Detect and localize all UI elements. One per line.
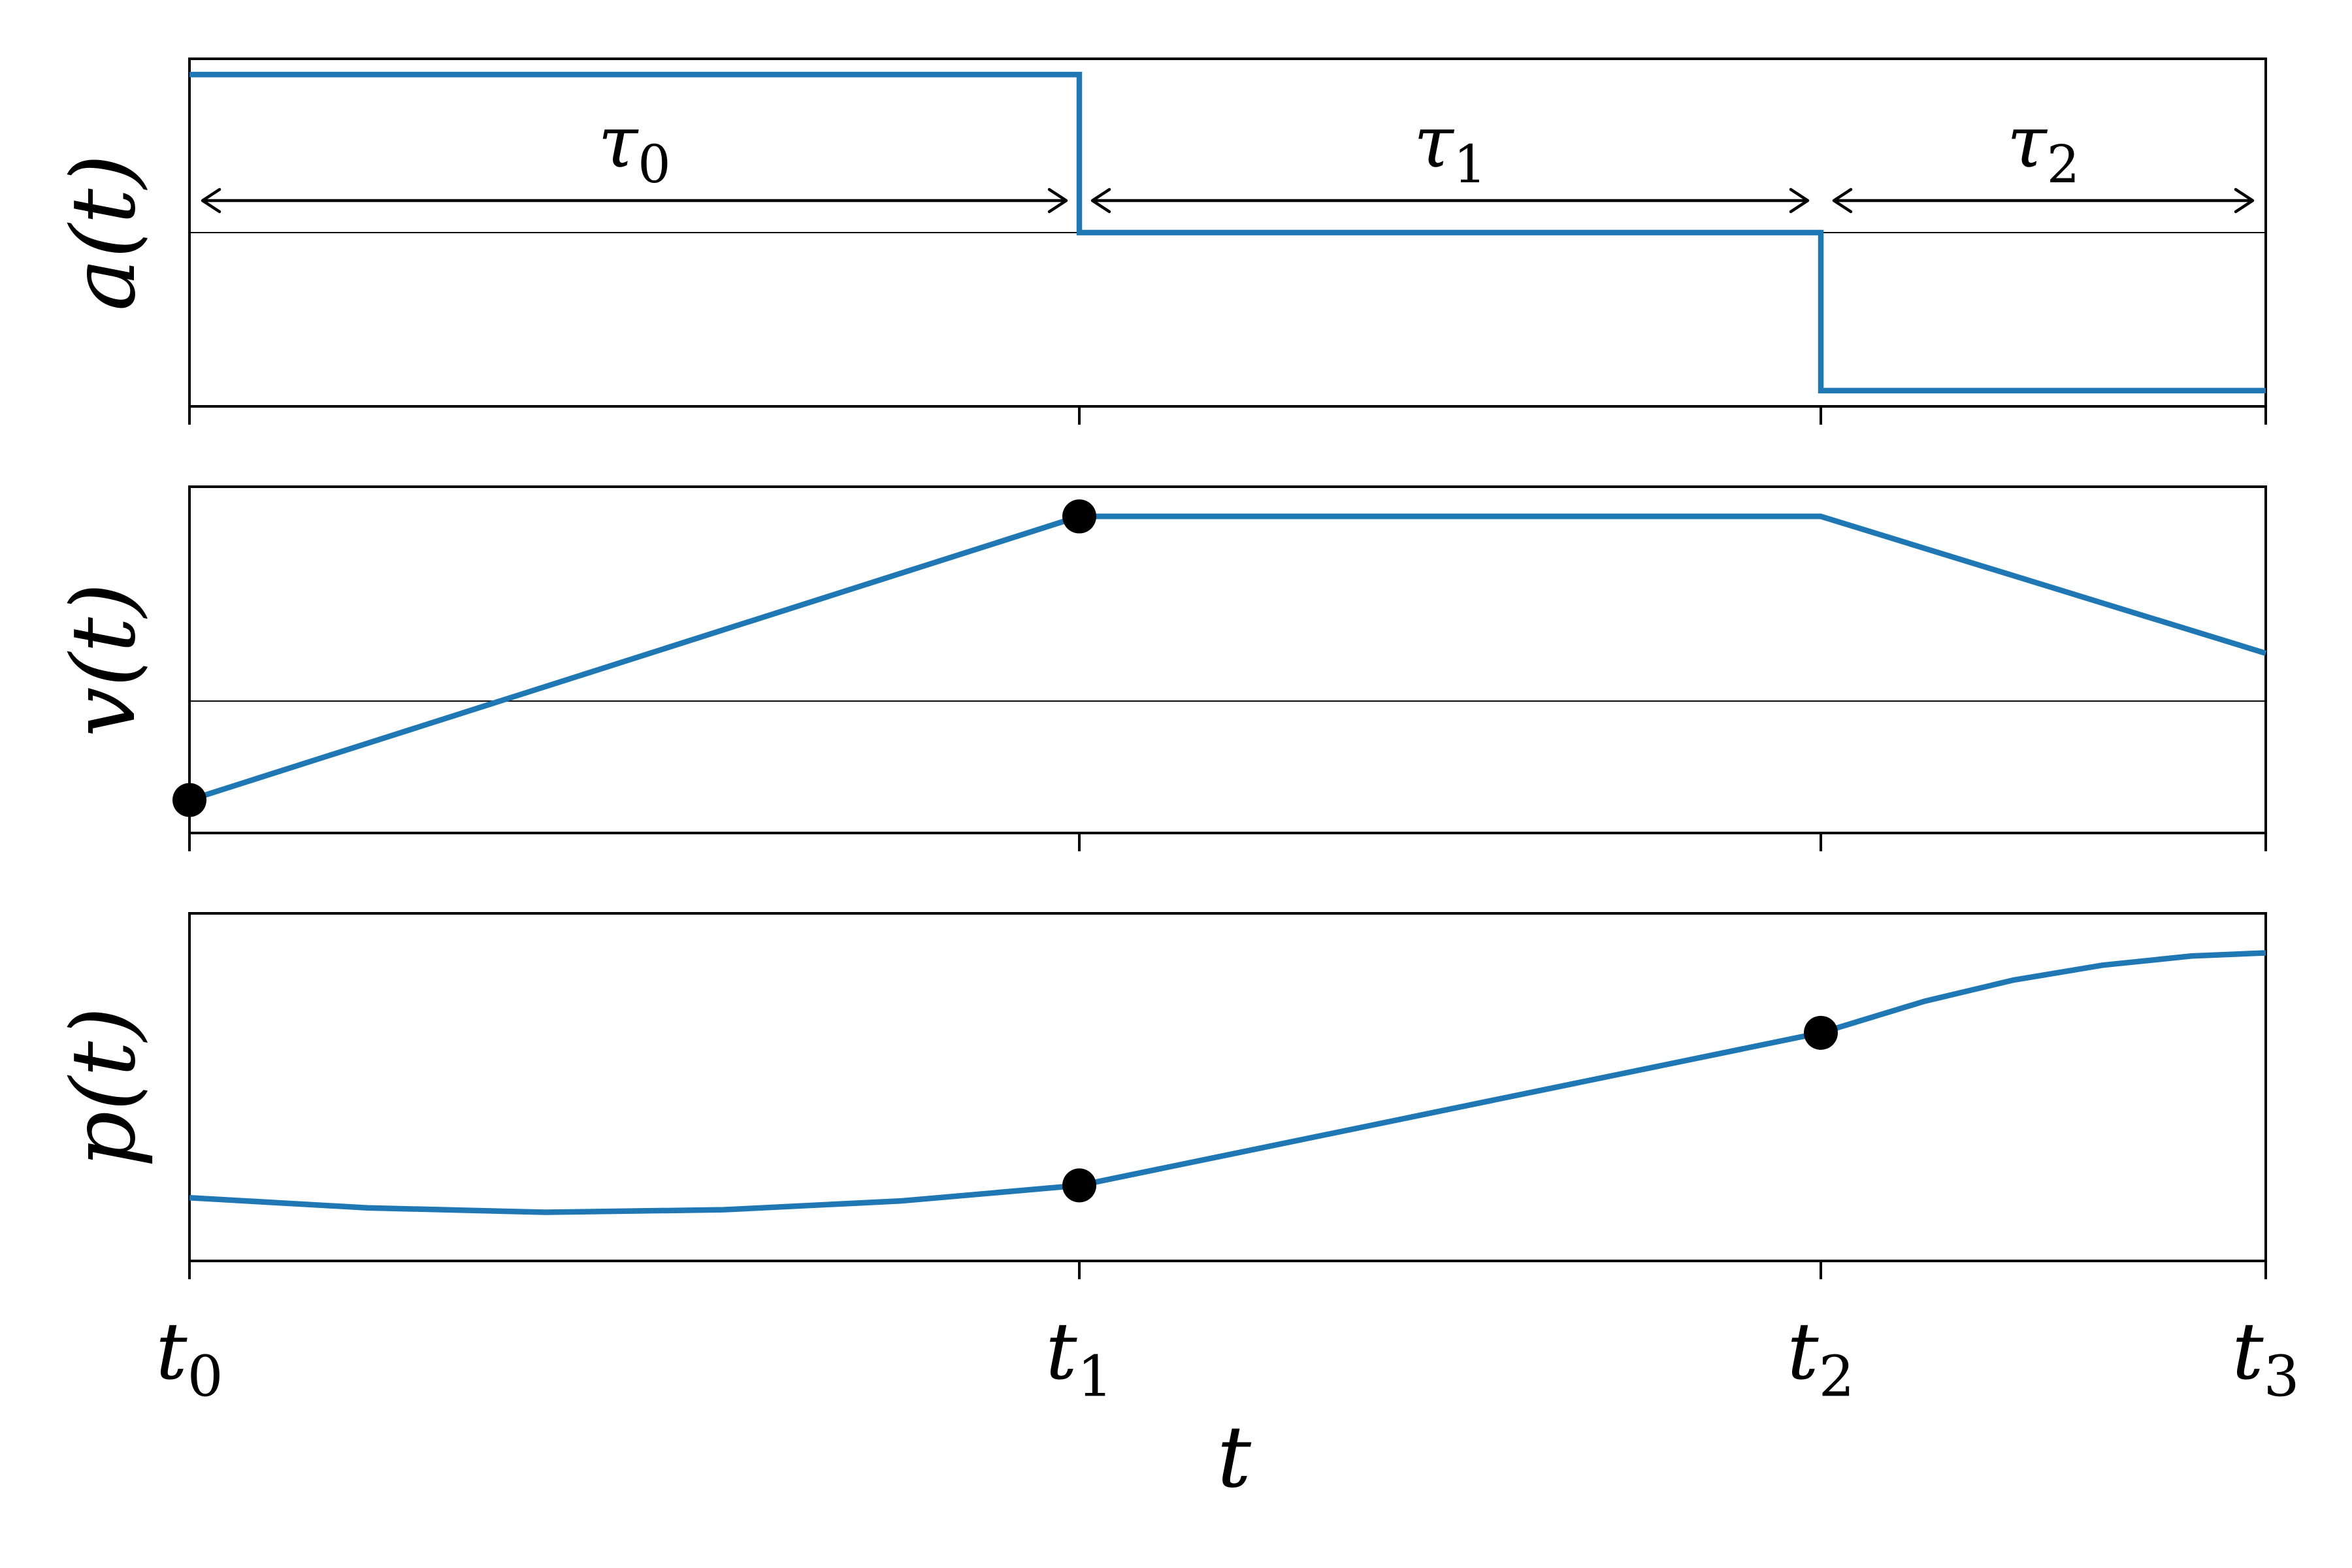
arrow-head-left: [1090, 188, 1111, 214]
data-point-marker: [1062, 1168, 1097, 1203]
x-axis-label: t: [1217, 1407, 1252, 1507]
data-point-marker: [172, 783, 206, 817]
series-line-p: [189, 950, 2266, 1215]
series-line-v: [188, 514, 2267, 803]
arrow-head-right: [2234, 188, 2255, 214]
panel-v: v(t): [52, 485, 2267, 851]
x-tick-labels: t0 t1 t2 t3: [155, 1307, 2299, 1409]
interval-label: τ2: [2007, 100, 2080, 195]
x-tick-label: t0: [155, 1307, 223, 1409]
y-axis-label-p: p(t): [52, 1007, 155, 1168]
x-tick-label: t1: [1045, 1307, 1113, 1409]
x-axis-title: t: [1217, 1407, 1252, 1507]
x-tick-label: t3: [2232, 1307, 2299, 1409]
panel-p: p(t): [52, 912, 2267, 1279]
panel-frame: [188, 912, 2267, 1262]
arrow-head-left: [1832, 188, 1853, 214]
panels-layer: a(t) τ0 τ1 τ2 v(t) p(t): [52, 57, 2267, 1279]
y-axis-label-a: a(t): [52, 154, 155, 311]
interval-annotations: τ0 τ1 τ2: [201, 100, 2255, 214]
arrow-head-right: [1047, 188, 1068, 214]
arrow-head-right: [1789, 188, 1810, 214]
interval-label: τ0: [598, 100, 670, 195]
x-tick-label: t2: [1787, 1307, 1854, 1409]
panel-frame: [188, 485, 2267, 834]
y-axis-label-v: v(t): [52, 583, 155, 737]
data-point-marker: [1803, 1015, 1838, 1050]
panel-a: a(t) τ0 τ1 τ2: [52, 57, 2267, 425]
interval-label: τ1: [1414, 100, 1486, 195]
data-point-marker: [1062, 499, 1097, 534]
series-line-a: [189, 71, 2266, 394]
arrow-head-left: [201, 188, 221, 214]
